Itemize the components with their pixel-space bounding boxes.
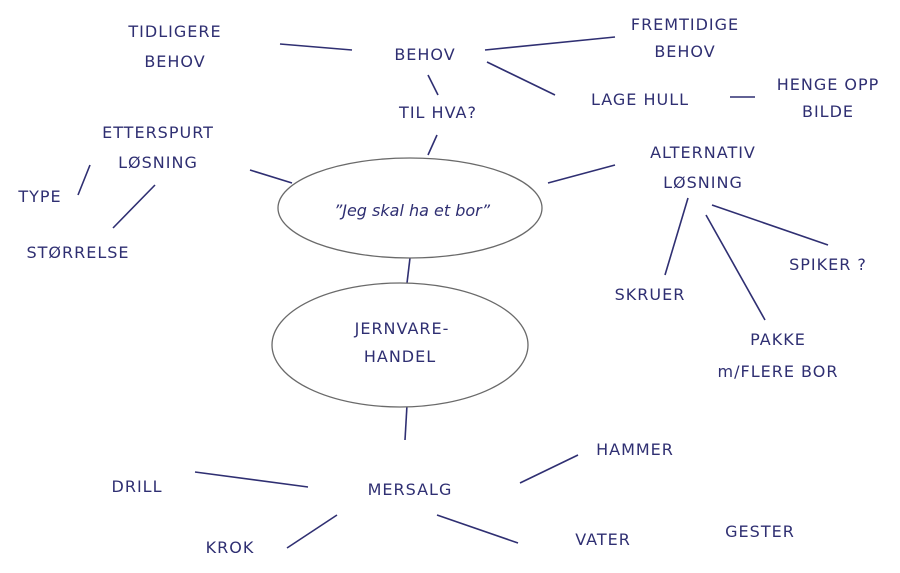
etterspurt-label-2: LØSNING — [118, 153, 198, 172]
fremtidige-label-1: FREMTIDIGE — [631, 15, 739, 34]
connectors — [77, 36, 829, 549]
pakke-label-2: m/FLERE BOR — [718, 362, 839, 381]
tidligere-label-2: BEHOV — [144, 52, 205, 71]
fremtidige-label-2: BEHOV — [654, 42, 715, 61]
connector-center-store — [406, 257, 411, 284]
store-ellipse — [271, 282, 529, 408]
tidligere-label-1: TIDLIGERE — [127, 22, 221, 41]
connector-vater — [436, 514, 519, 544]
spiker-label: SPIKER ? — [789, 255, 867, 274]
type-label: TYPE — [17, 187, 61, 206]
connector-type — [77, 164, 91, 196]
connector-store-mersalg — [404, 404, 408, 441]
skruer-label: SKRUER — [615, 285, 686, 304]
connector-behov-tilhva — [427, 74, 439, 96]
center-ellipse — [277, 157, 543, 259]
vater-label: VATER — [575, 530, 631, 549]
connector-tidligere-behov — [279, 43, 353, 51]
connector-behov-fremtidige — [484, 36, 616, 51]
storrelse-label: STØRRELSE — [26, 243, 129, 262]
store-label-1: JERNVARE- — [354, 319, 450, 338]
behov-label: BEHOV — [394, 45, 455, 64]
alternativ-label-1: ALTERNATIV — [650, 143, 756, 162]
connector-skruer — [664, 197, 689, 276]
drill-label: DRILL — [112, 477, 163, 496]
store-label-2: HANDEL — [364, 347, 436, 366]
henge-opp-label-2: BILDE — [802, 102, 854, 121]
connector-tilhva-center — [427, 134, 438, 156]
alternativ-label-2: LØSNING — [663, 173, 743, 192]
connector-pakke — [705, 214, 766, 321]
connector-drill — [194, 471, 309, 488]
henge-opp-label-1: HENGE OPP — [777, 75, 880, 94]
connector-krok — [286, 514, 338, 549]
pakke-label-1: PAKKE — [750, 330, 806, 349]
center-label: ”Jeg skal ha et bor” — [334, 201, 491, 220]
til-hva-label: TIL HVA? — [398, 103, 477, 122]
connector-etterspurt-center — [249, 169, 293, 184]
mersalg-label: MERSALG — [368, 480, 453, 499]
krok-label: KROK — [206, 538, 255, 557]
connector-behov-lagehull — [486, 61, 556, 96]
gester-label: GESTER — [725, 522, 795, 541]
hammer-label: HAMMER — [596, 440, 674, 459]
connector-storrelse — [112, 184, 156, 229]
lage-hull-label: LAGE HULL — [591, 90, 689, 109]
connector-spiker — [711, 204, 829, 246]
etterspurt-label-1: ETTERSPURT — [102, 123, 214, 142]
connector-center-alternativ — [547, 164, 616, 184]
connector-hammer — [519, 454, 579, 484]
